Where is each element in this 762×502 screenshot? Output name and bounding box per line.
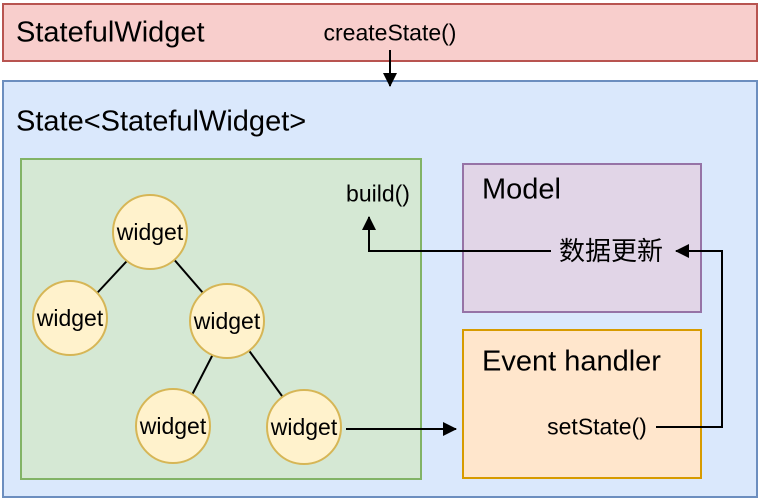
widget-node: widget (189, 283, 265, 359)
statefulwidget-box (2, 3, 758, 62)
widget-node: widget (32, 280, 108, 356)
statefulwidget-title: StatefulWidget (16, 16, 205, 49)
data-update-label: 数据更新 (558, 236, 664, 266)
model-title: Model (482, 173, 561, 206)
widget-node-label: widget (193, 307, 261, 334)
state-title: State<StatefulWidget> (16, 105, 307, 138)
event-handler-title: Event handler (482, 345, 661, 378)
widget-node-label: widget (270, 413, 338, 440)
widget-node: widget (266, 389, 342, 465)
widget-node-label: widget (139, 412, 207, 439)
createstate-label: createState() (323, 19, 457, 46)
widget-node-label: widget (116, 218, 184, 245)
build-label: build() (346, 180, 410, 207)
widget-node: widget (112, 194, 188, 270)
widget-node-label: widget (36, 304, 104, 331)
widget-node: widget (135, 388, 211, 464)
setstate-label: setState() (547, 413, 647, 440)
